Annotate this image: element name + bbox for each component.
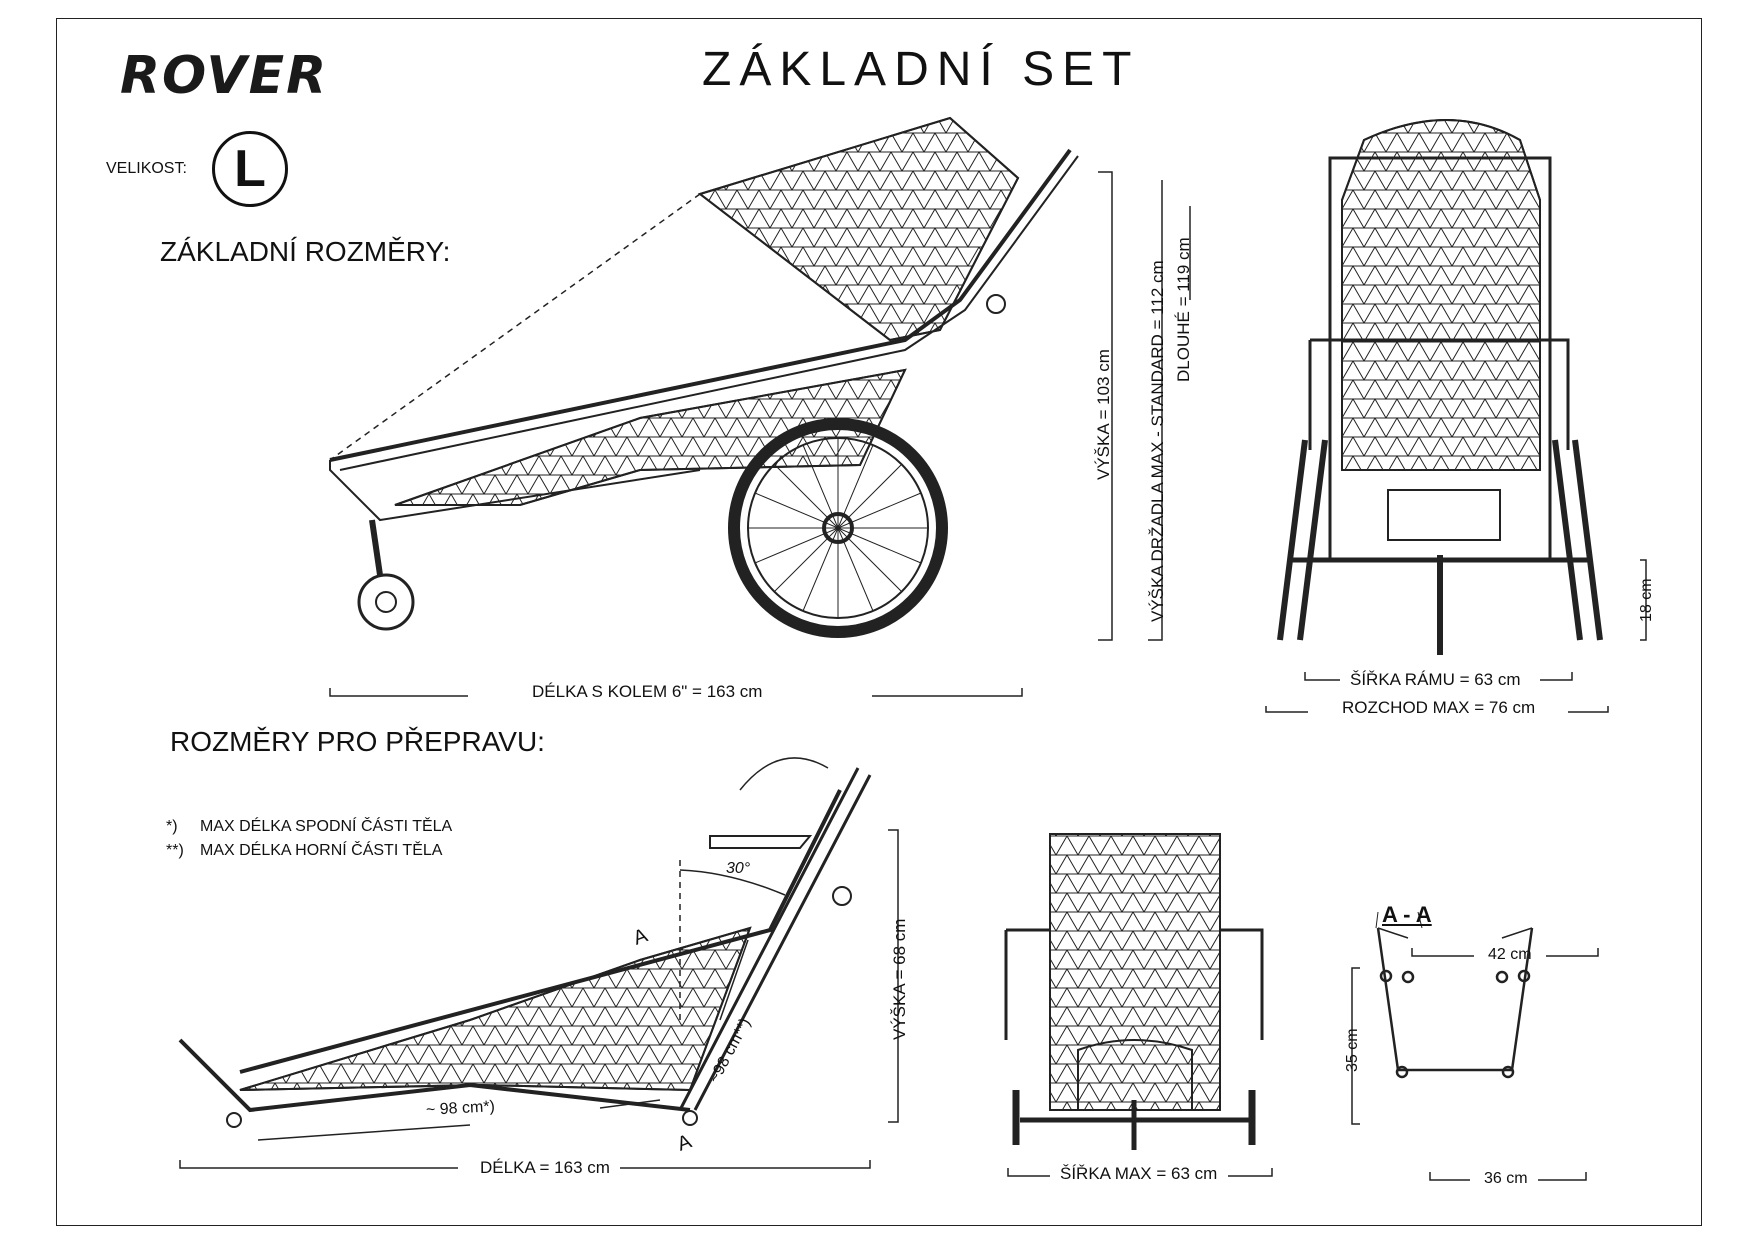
- note-2-text: MAX DÉLKA HORNÍ ČÁSTI TĚLA: [200, 842, 443, 859]
- folded-rear-dimension: [1007, 1168, 1273, 1177]
- rover-logo: ROVER: [120, 46, 329, 106]
- handle-long-label: DLOUHÉ = 119 cm: [1174, 237, 1193, 382]
- section-depth: 35 cm: [1344, 1028, 1361, 1072]
- folded-side-view: [178, 757, 872, 1128]
- length-dimension: [329, 688, 1023, 697]
- note-1-mark: *): [166, 818, 178, 835]
- size-badge: L: [212, 131, 288, 207]
- rear-view: [1277, 119, 1603, 655]
- section-dimensions: [1351, 911, 1599, 1181]
- length-with-wheel-label: DÉLKA S KOLEM 6" = 163 cm: [532, 682, 763, 701]
- fold-angle-label: 30°: [726, 860, 751, 877]
- section-top-width: 42 cm: [1488, 946, 1532, 963]
- height-label: VÝŠKA = 103 cm: [1094, 349, 1113, 480]
- section-title: A - A: [1382, 902, 1432, 927]
- ground-clearance-label: 18 cm: [1638, 578, 1655, 622]
- handle-height-label: VÝŠKA DRŽADLA MAX - STANDARD = 112 cm: [1148, 260, 1167, 622]
- side-view: [329, 116, 1079, 638]
- rear-dimensions: [1265, 559, 1647, 713]
- transport-length-label: DÉLKA = 163 cm: [480, 1158, 610, 1177]
- width-max-label: ŠÍŘKA MAX = 63 cm: [1060, 1164, 1218, 1183]
- size-label: VELIKOST:: [106, 160, 187, 177]
- note-1-text: MAX DÉLKA SPODNÍ ČÁSTI TĚLA: [200, 818, 453, 835]
- size-value: L: [234, 140, 266, 198]
- lower-length-label: ~ 98 cm*): [425, 1098, 496, 1119]
- folded-rear-view: [1004, 833, 1264, 1150]
- page-title: ZÁKLADNÍ SET: [702, 43, 1140, 96]
- frame-width-label: ŠÍŘKA RÁMU = 63 cm: [1350, 670, 1521, 689]
- transport-height-label: VÝŠKA = 68 cm: [890, 918, 909, 1040]
- drawing-frame: [56, 18, 1702, 1226]
- section-bottom-width: 36 cm: [1484, 1170, 1528, 1187]
- note-2-mark: **): [166, 842, 184, 859]
- basic-dimensions-heading: ZÁKLADNÍ ROZMĚRY:: [160, 236, 451, 267]
- height-dimension: [1098, 171, 1191, 641]
- transport-dimensions-heading: ROZMĚRY PRO PŘEPRAVU:: [170, 726, 545, 757]
- section-a-a: [1376, 927, 1534, 1079]
- spread-max-label: ROZCHOD MAX = 76 cm: [1342, 698, 1536, 717]
- folded-dimensions: [179, 829, 899, 1169]
